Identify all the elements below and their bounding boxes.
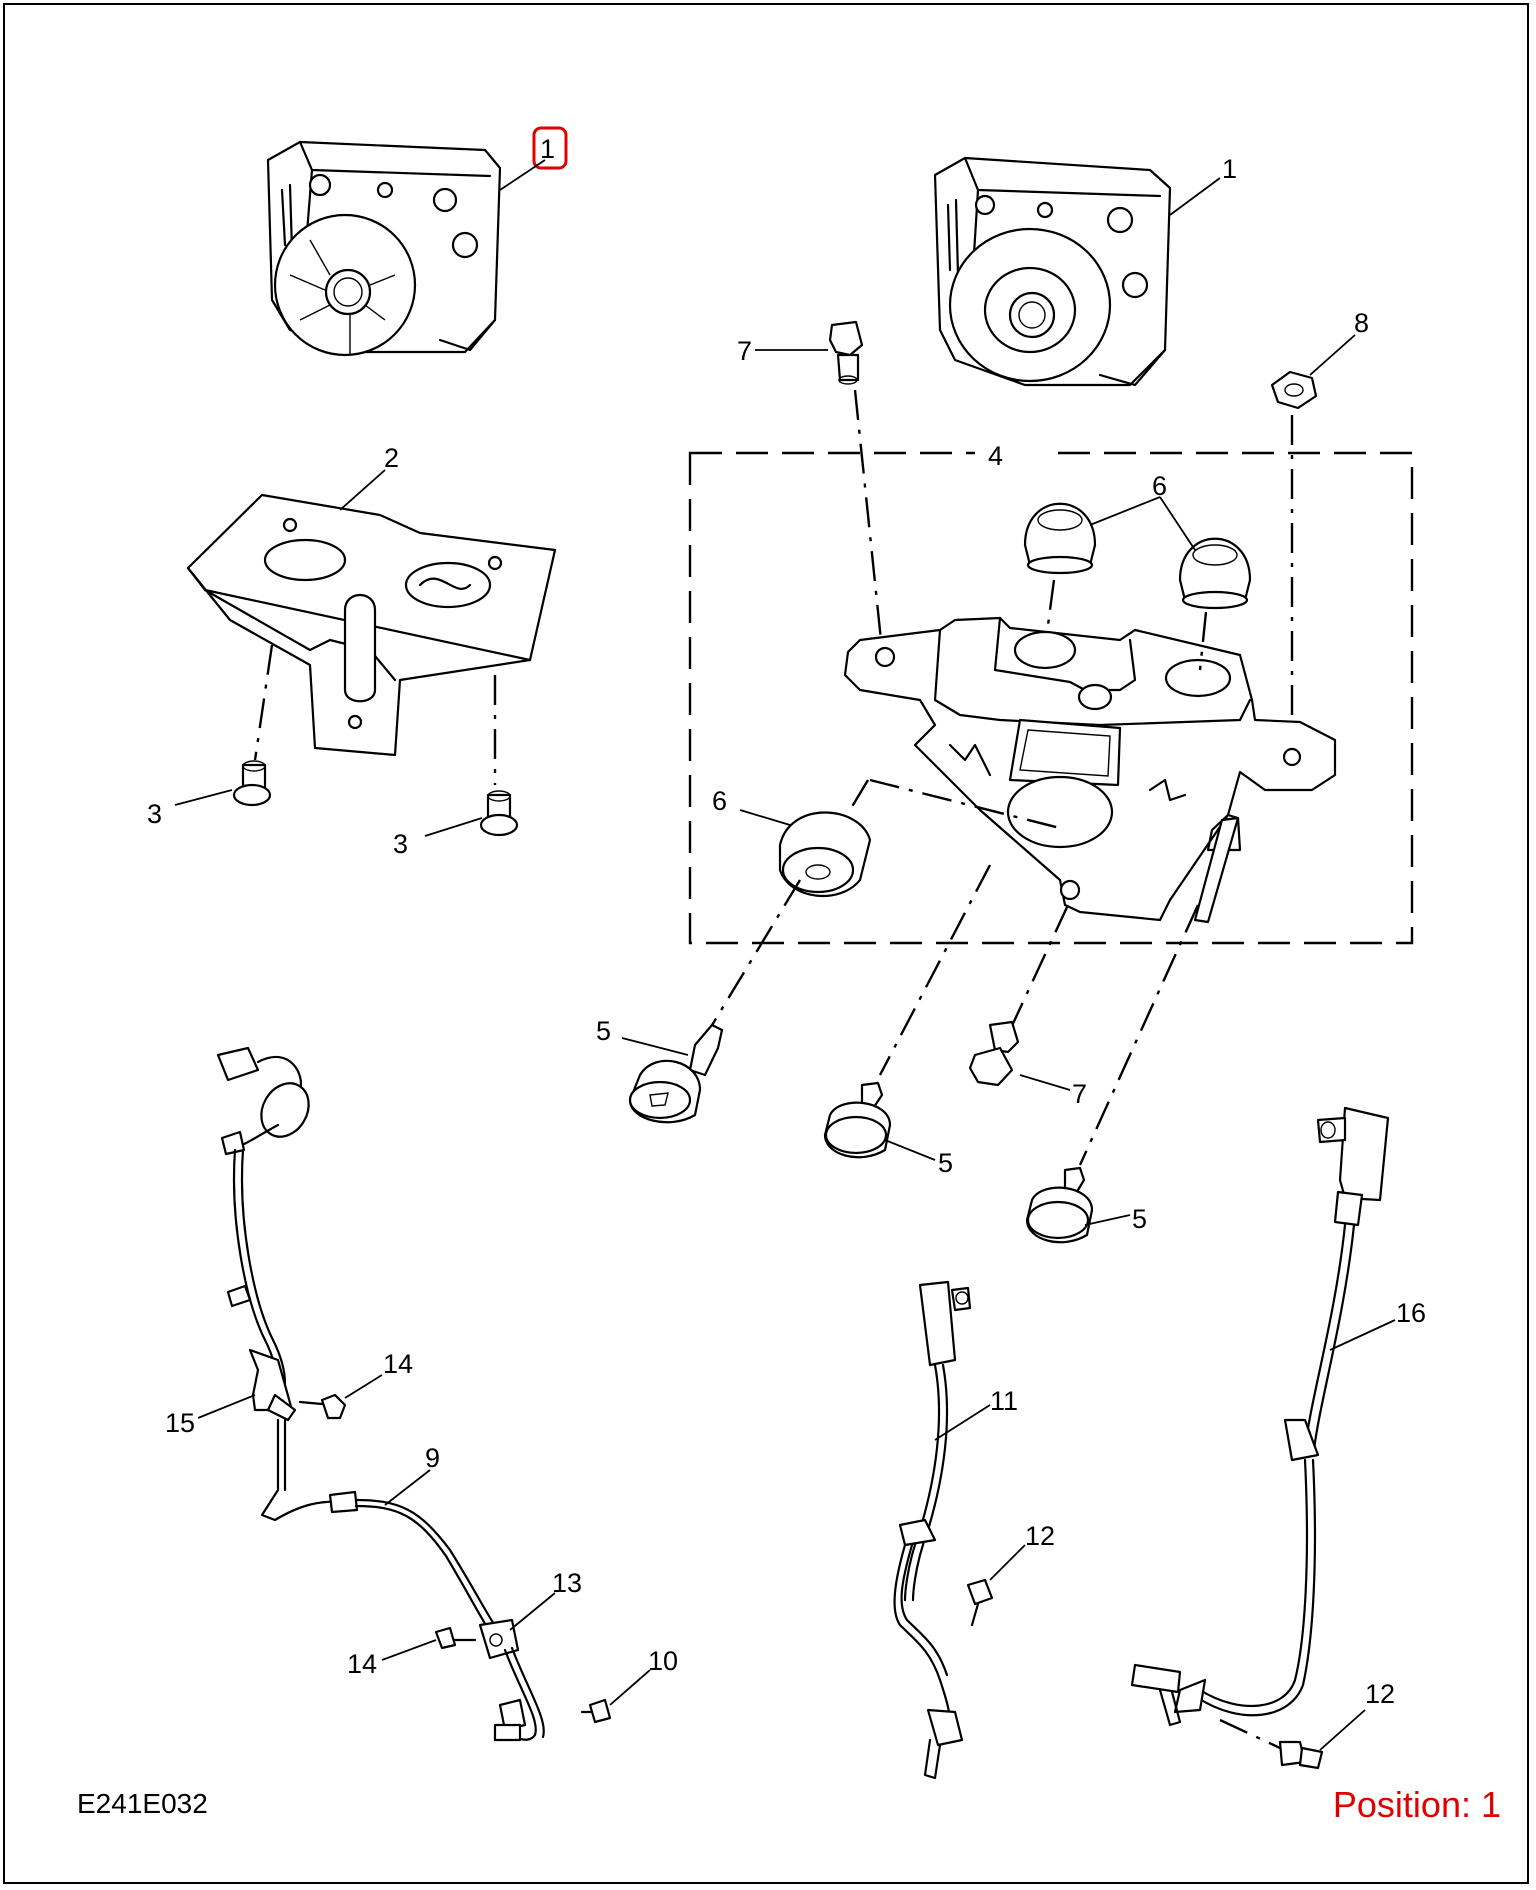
- abs-module-left[interactable]: [266, 140, 502, 357]
- callout-5-left[interactable]: 5: [596, 1016, 611, 1046]
- callout-7-top[interactable]: 7: [737, 336, 752, 366]
- figure-code: E241E032: [77, 1788, 208, 1819]
- callout-6-bottom[interactable]: 6: [712, 786, 727, 816]
- callout-8[interactable]: 8: [1354, 308, 1369, 338]
- callout-3-right[interactable]: 3: [393, 829, 408, 859]
- callout-11[interactable]: 11: [990, 1386, 1018, 1416]
- callout-6-top[interactable]: 6: [1152, 471, 1167, 501]
- bolt-3-left[interactable]: [232, 760, 272, 807]
- sensor-cable-16[interactable]: [1130, 1106, 1390, 1727]
- callout-2[interactable]: 2: [384, 443, 399, 473]
- bolt-7-top[interactable]: [828, 320, 864, 385]
- callout-1[interactable]: 1: [1222, 154, 1237, 184]
- callout-14-bottom[interactable]: 14: [347, 1649, 377, 1679]
- callout-13[interactable]: 13: [552, 1568, 582, 1598]
- position-indicator: Position: 1: [1332, 1784, 1501, 1825]
- callout-4[interactable]: 4: [988, 441, 1003, 471]
- callout-5-middle[interactable]: 5: [938, 1148, 953, 1178]
- callout-3-left[interactable]: 3: [147, 799, 162, 829]
- stud-5-left[interactable]: [628, 1023, 724, 1124]
- bolt-3-right[interactable]: [479, 790, 519, 837]
- callout-12-middle[interactable]: 12: [1025, 1521, 1055, 1551]
- callout-9[interactable]: 9: [425, 1443, 440, 1473]
- isolator-6-bottom[interactable]: [778, 811, 872, 898]
- stud-5-middle[interactable]: [823, 1081, 892, 1159]
- screw-14-top[interactable]: [298, 1393, 347, 1420]
- module-bracket[interactable]: [843, 616, 1337, 924]
- bolt-7-bottom[interactable]: [968, 1020, 1020, 1087]
- screw-10[interactable]: [580, 1698, 612, 1724]
- callout-15[interactable]: 15: [165, 1408, 195, 1438]
- callout-12-right[interactable]: 12: [1365, 1679, 1395, 1709]
- isolator-6-top-right[interactable]: [1178, 537, 1252, 610]
- callout-5-right[interactable]: 5: [1132, 1204, 1147, 1234]
- mounting-bracket[interactable]: [186, 493, 557, 757]
- callout-14-top[interactable]: 14: [383, 1349, 413, 1379]
- nut-8[interactable]: [1270, 370, 1318, 410]
- callout-10[interactable]: 10: [648, 1646, 678, 1676]
- abs-module-right[interactable]: [933, 156, 1172, 387]
- callout-7-bottom[interactable]: 7: [1072, 1079, 1087, 1109]
- callout-16[interactable]: 16: [1396, 1298, 1426, 1328]
- sensor-cable-11[interactable]: [893, 1280, 972, 1780]
- screw-14-bottom[interactable]: [434, 1626, 477, 1650]
- isolator-6-top-left[interactable]: [1023, 502, 1097, 575]
- callout-highlight-box: [532, 126, 568, 170]
- stud-5-right[interactable]: [1025, 1166, 1094, 1244]
- callout-1-highlighted[interactable]: 1: [540, 134, 555, 164]
- screw-12-middle[interactable]: [966, 1578, 994, 1627]
- screw-12-right[interactable]: [1278, 1740, 1324, 1770]
- harness-9[interactable]: [216, 1046, 545, 1742]
